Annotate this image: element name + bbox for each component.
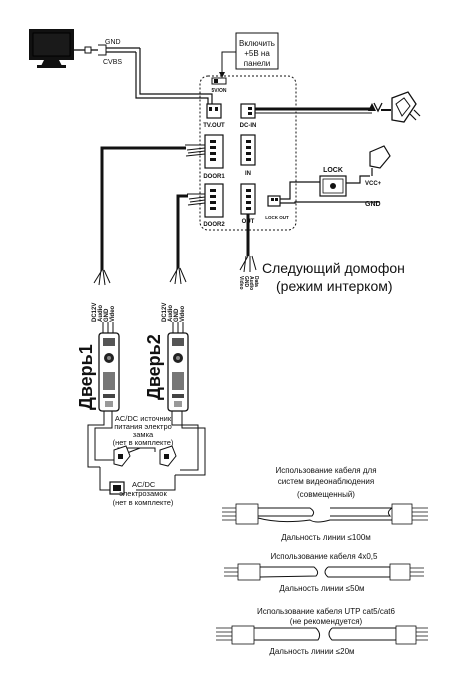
door2-wire-dc12v: DC12V (162, 303, 168, 322)
monitor-icon (29, 29, 74, 68)
cable3-drawing (216, 625, 428, 645)
in-label: IN (245, 171, 251, 177)
door1-label-text: Дверь1 (76, 344, 96, 410)
switch-label: 5V/ON (211, 88, 226, 94)
psu-note-line3: замка (133, 430, 154, 439)
cable1-title-line2: систем видеонаблюдения (278, 477, 374, 486)
next-intercom-line1: Следующий домофон (262, 260, 405, 276)
power-note-line2: +5В на (244, 49, 270, 58)
door2-wire-audio: Audio (168, 305, 174, 322)
door1-cable (93, 144, 206, 286)
door1-wire-dc12v: DC12V (92, 303, 98, 322)
cable2-title-line1: Использование кабеля 4х0,5 (271, 552, 379, 561)
door2-connector (204, 183, 224, 218)
tvout-connector (206, 103, 222, 119)
next-wire-data: Data (253, 276, 259, 287)
electrolock-note-line1: AC/DC (132, 480, 156, 489)
gnd-label: GND (105, 39, 121, 46)
door2-panel-icon (167, 332, 189, 412)
door1-connector (204, 134, 224, 169)
cable1-title-line3: (совмещенный) (297, 490, 355, 499)
dc-power-cable (255, 102, 391, 114)
power-switch-icon: 5V/ON (211, 77, 227, 94)
cable1-title-line1: Использование кабеля для (275, 466, 376, 475)
lock-icon (319, 175, 347, 197)
psu-note-line1: AC/DC источник (115, 414, 172, 423)
next-intercom-cable (239, 214, 257, 273)
next-intercom-line2: (режим интерком) (276, 278, 393, 294)
lock-label: LOCK (323, 167, 343, 174)
dcin-connector (240, 103, 256, 119)
psu-note-line2: питания электро (114, 422, 172, 431)
lock-gnd-label: GND (365, 201, 381, 208)
door1-wire-labels: DC12V Audio GND Video (92, 303, 116, 322)
power-note-line3: панели (244, 59, 271, 68)
cable2-distance: Дальность линии ≤50м (279, 584, 364, 593)
cable3-title-line2: (не рекомендуется) (290, 617, 363, 626)
vcc-label: VCC+ (365, 181, 382, 187)
in-connector (240, 134, 256, 166)
electrolock-note-line3: (нет в комплекте) (113, 498, 174, 507)
lock-wiring (280, 175, 380, 204)
lockout-label: LOCK OUT (265, 215, 289, 220)
cable1-distance: Дальность линии ≤100м (281, 533, 371, 542)
psu-adapter-icon-2 (159, 445, 177, 467)
cvbs-label: CVBS (103, 59, 122, 66)
door1-label: DOOR1 (203, 174, 225, 180)
next-wire-audio: Audio (248, 276, 254, 290)
power-note-line1: Включить (239, 39, 275, 48)
lockout-connector (267, 195, 281, 207)
door1-wire-gnd: GND (104, 308, 110, 322)
cable2-drawing (224, 563, 424, 581)
dcin-label: DC-IN (240, 123, 257, 129)
door-lock-wiring (87, 411, 206, 491)
next-wire-video: Video (238, 276, 244, 290)
door1-wire-video: Video (110, 305, 116, 322)
psu-adapter-icon-1 (113, 445, 131, 467)
cable3-distance: Дальность линии ≤20м (269, 647, 354, 656)
door2-wire-gnd: GND (174, 308, 180, 322)
cable3-title-line1: Использование кабеля UTP cat5/cat6 (257, 607, 396, 616)
monitor-cable (74, 44, 213, 104)
door2-wire-video: Video (180, 305, 186, 322)
next-intercom-wire-labels: Video GND Audio Data (238, 276, 259, 290)
psu-note-line4: (нет в комплекте) (113, 438, 174, 447)
electrolock-icon (109, 481, 125, 495)
out-connector (240, 183, 256, 215)
door1-panel-icon (98, 332, 120, 412)
next-wire-gnd: GND (243, 276, 249, 288)
lock-adapter-icon (369, 145, 391, 176)
electrolock-note-line2: электрозамок (119, 489, 167, 498)
cable1-drawing (222, 503, 428, 525)
power-adapter-icon (391, 91, 421, 123)
tvout-label: TV.OUT (203, 123, 225, 129)
door2-label: DOOR2 (203, 222, 225, 228)
main-unit-board (199, 75, 297, 231)
power-note-box: Включить +5В на панели (219, 32, 279, 78)
door1-wire-audio: Audio (98, 305, 104, 322)
door2-wire-labels: DC12V Audio GND Video (162, 303, 186, 322)
door2-label-text: Дверь2 (144, 334, 164, 400)
door2-cable (169, 193, 206, 285)
